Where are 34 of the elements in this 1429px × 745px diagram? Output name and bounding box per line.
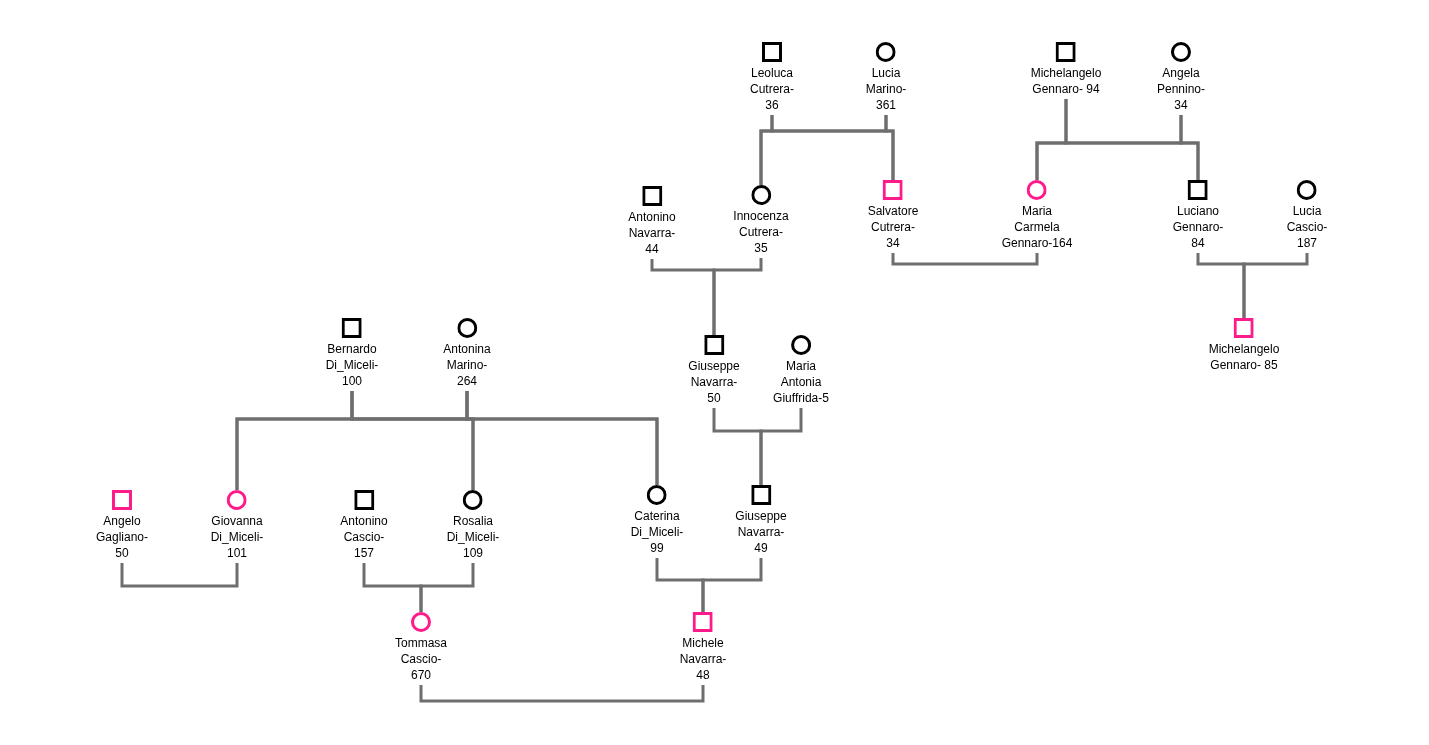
person-name: Antonino Cascio- 157 bbox=[340, 513, 388, 561]
person-name: Luciano Gennaro- 84 bbox=[1172, 203, 1224, 251]
pedigree-line bbox=[120, 563, 239, 588]
pedigree-line bbox=[1242, 253, 1309, 318]
person-name: Michelangelo Gennaro- 94 bbox=[1030, 65, 1102, 97]
pedigree-line bbox=[465, 391, 659, 485]
pedigree-line bbox=[884, 115, 895, 180]
person-name: Antonina Marino- 264 bbox=[443, 341, 491, 389]
person-name: Giuseppe Navarra- 50 bbox=[688, 358, 740, 406]
person-name: Antonino Navarra- 44 bbox=[628, 209, 676, 257]
person-name: Salvatore Cutrera- 34 bbox=[867, 203, 919, 251]
person-name: Leoluca Cutrera- 36 bbox=[750, 65, 794, 113]
pedigree-line bbox=[891, 253, 1039, 266]
person-name: Caterina Di_Miceli- 99 bbox=[630, 508, 684, 556]
person-name: Maria Carmela Gennaro-164 bbox=[1001, 203, 1073, 251]
person-name: Angela Pennino- 34 bbox=[1157, 65, 1205, 113]
pedigree-line bbox=[701, 558, 763, 612]
person-name: Rosalia Di_Miceli- 109 bbox=[446, 513, 500, 561]
pedigree-line bbox=[419, 685, 705, 703]
pedigree-line bbox=[1179, 115, 1200, 180]
pedigree-line bbox=[419, 563, 475, 612]
person-name: Giuseppe Navarra- 49 bbox=[735, 508, 787, 556]
pedigree-line bbox=[759, 408, 803, 485]
person-name: Bernardo Di_Miceli- 100 bbox=[325, 341, 379, 389]
person-name: Lucia Cascio- 187 bbox=[1286, 203, 1328, 251]
pedigree-line bbox=[712, 258, 763, 335]
person-name: Michele Navarra- 48 bbox=[679, 635, 727, 683]
person-name: Maria Antonia Giuffrida-5 bbox=[773, 358, 829, 406]
person-name: Lucia Marino- 361 bbox=[865, 65, 907, 113]
person-name: Innocenza Cutrera- 35 bbox=[733, 208, 789, 256]
person-name: Michelangelo Gennaro- 85 bbox=[1208, 341, 1280, 373]
person-name: Tommasa Cascio- 670 bbox=[395, 635, 447, 683]
person-name: Angelo Gagliano- 50 bbox=[96, 513, 148, 561]
person-name: Giovanna Di_Miceli- 101 bbox=[210, 513, 264, 561]
